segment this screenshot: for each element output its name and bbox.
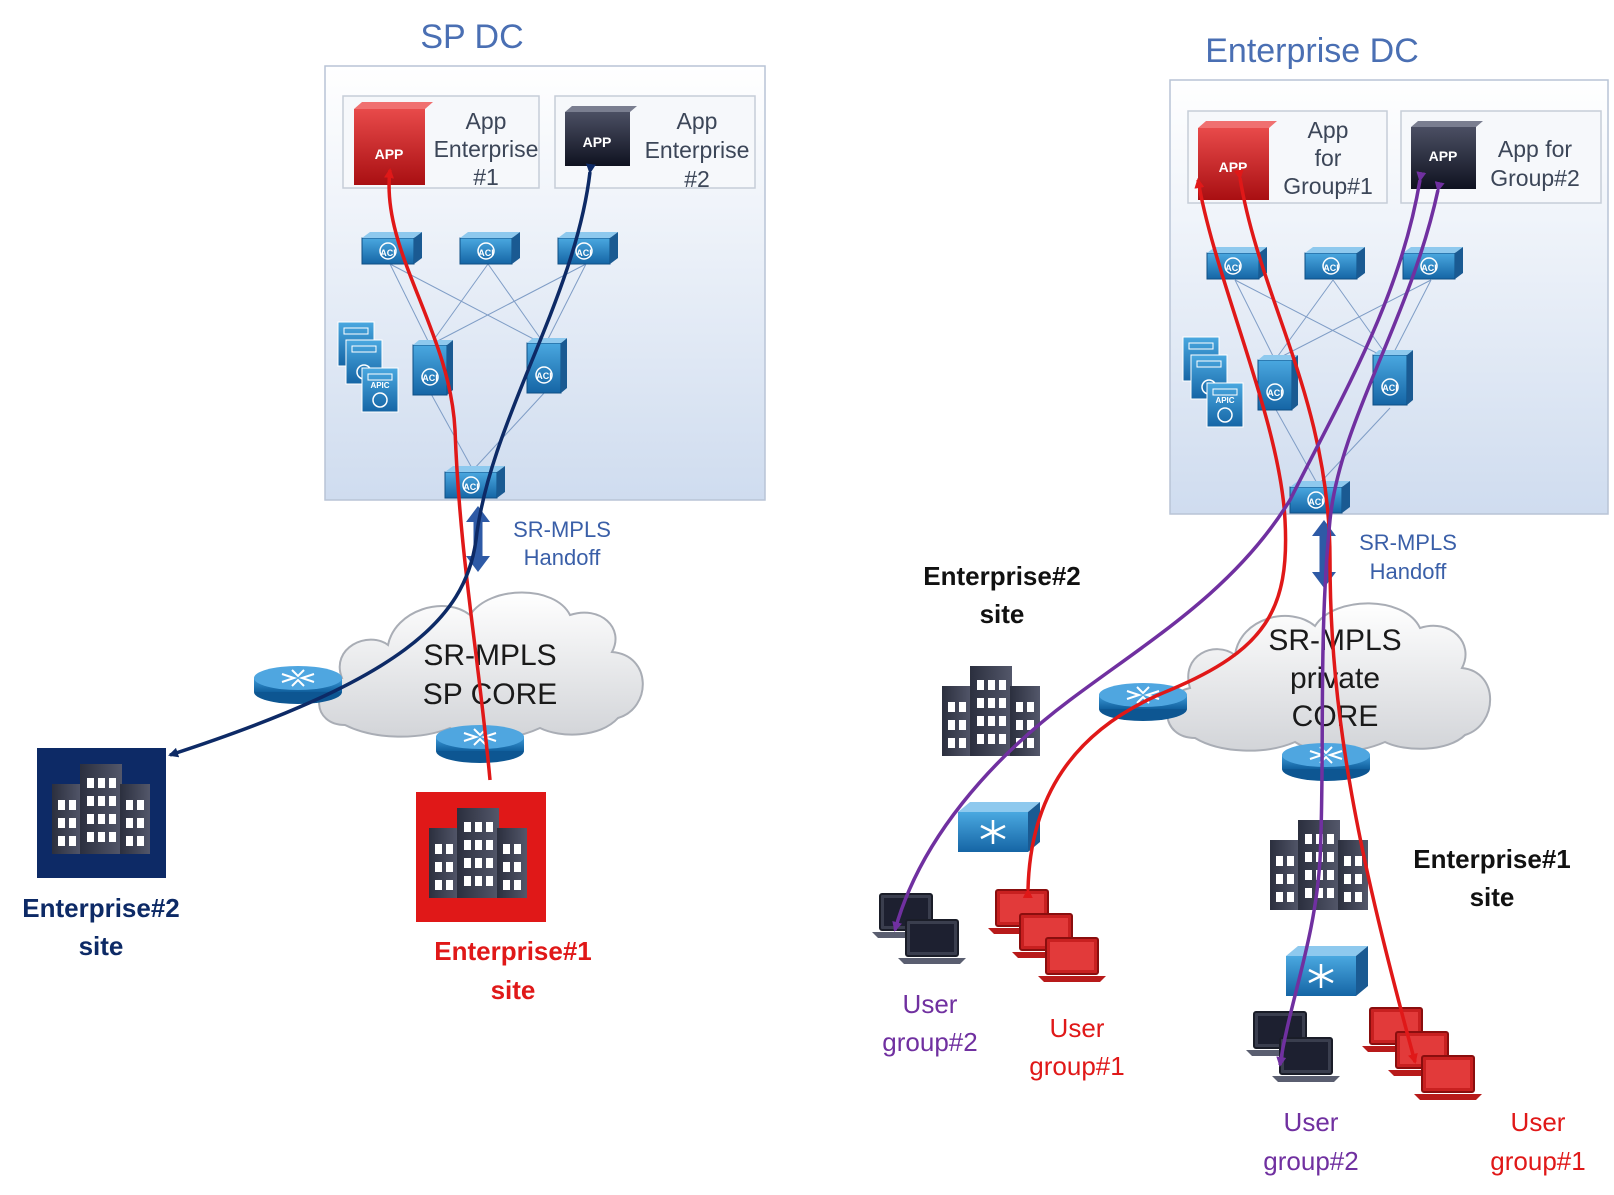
left-leaf2-badge: ACI: [536, 371, 552, 381]
right-app2-line2: Group#2: [1490, 165, 1580, 191]
left-ent1-site-line2: site: [491, 975, 536, 1005]
right-ent2-site-line2: site: [980, 599, 1025, 629]
right-ent2-laptops-group2: [871, 893, 967, 965]
right-handoff-line2: Handoff: [1370, 559, 1448, 584]
right-spine1-badge: ACI: [1225, 263, 1241, 273]
right-ent1-site-line1: Enterprise#1: [1413, 844, 1571, 874]
right-app1-line2: for: [1315, 145, 1342, 171]
right-apic-badge: APIC: [1215, 396, 1234, 405]
right-app1-badge: APP: [1219, 159, 1248, 175]
right-ent2-access-switch: [956, 800, 1042, 854]
ug-right-2-line1: User: [1284, 1107, 1339, 1137]
right-ent1-site-line2: site: [1470, 882, 1515, 912]
right-ent2-site-line1: Enterprise#2: [923, 561, 1081, 591]
right-leaf1-badge: ACI: [1267, 388, 1283, 398]
right-leaf2-badge: ACI: [1382, 383, 1398, 393]
left-pe-router-2: [435, 724, 525, 764]
right-handoff-line1: SR-MPLS: [1359, 530, 1457, 555]
left-ent1-site-line1: Enterprise#1: [434, 936, 592, 966]
right-app2-badge: APP: [1429, 148, 1458, 164]
left-app2-line3: #2: [684, 166, 710, 192]
right-ent2-building-icon: [942, 666, 1040, 756]
left-ent2-site-line2: site: [79, 931, 124, 961]
left-spine1-badge: ACI: [380, 248, 396, 258]
left-handoff-line1: SR-MPLS: [513, 517, 611, 542]
right-app2-line1: App for: [1498, 136, 1572, 162]
left-leaf1-badge: ACI: [422, 373, 438, 383]
right-cloud-line3: CORE: [1292, 700, 1379, 733]
left-app1-line1: App: [466, 108, 507, 134]
left-app2-badge: APP: [583, 134, 612, 150]
left-app2-icon: [565, 112, 630, 166]
right-ent1-laptops-group1: [1361, 1007, 1483, 1101]
right-ent2-laptops-group1: [987, 889, 1107, 983]
left-cloud-line2: SP CORE: [423, 678, 558, 711]
right-spine2-badge: ACI: [1323, 263, 1339, 273]
left-leaf-switch-2: [526, 337, 568, 394]
right-path-group2-ent1: [1276, 181, 1445, 1067]
left-border-badge: ACI: [463, 482, 479, 492]
left-handoff-line2: Handoff: [524, 545, 602, 570]
left-pe-router-1: [253, 665, 343, 705]
left-app2-line1: App: [677, 108, 718, 134]
left-cloud-line1: SR-MPLS: [423, 639, 556, 672]
right-app1-line3: Group#1: [1283, 173, 1373, 199]
right-ent1-laptops-group2: [1245, 1011, 1341, 1083]
left-app1-line2: Enterprise: [434, 136, 539, 162]
right-spine3-badge: ACI: [1421, 263, 1437, 273]
right-dc-title: Enterprise DC: [1205, 32, 1419, 70]
right-leaf-switch-1: [1257, 354, 1299, 411]
ug-left-2-line1: User: [903, 989, 958, 1019]
left-ent2-site-line1: Enterprise#2: [22, 893, 180, 923]
right-app1-line1: App: [1308, 117, 1349, 143]
left-leaf-switch-1: [412, 339, 454, 396]
left-app1-badge: APP: [375, 146, 404, 162]
ug-right-1-line1: User: [1511, 1107, 1566, 1137]
left-path-enterprise2: [168, 163, 596, 758]
left-app1-line3: #1: [473, 164, 499, 190]
right-border-badge: ACI: [1308, 497, 1324, 507]
left-spine3-badge: ACI: [576, 248, 592, 258]
ug-left-1-line1: User: [1050, 1013, 1105, 1043]
ug-right-1-line2: group#1: [1490, 1146, 1585, 1176]
left-apic-badge: APIC: [370, 381, 389, 390]
ug-right-2-line2: group#2: [1263, 1146, 1358, 1176]
left-app2-line2: Enterprise: [645, 137, 750, 163]
left-dc-title: SP DC: [420, 18, 523, 56]
right-pe-router-2: [1281, 742, 1371, 782]
ug-left-1-line2: group#1: [1029, 1051, 1124, 1081]
left-spine2-badge: ACI: [478, 248, 494, 258]
ug-left-2-line2: group#2: [882, 1027, 977, 1057]
